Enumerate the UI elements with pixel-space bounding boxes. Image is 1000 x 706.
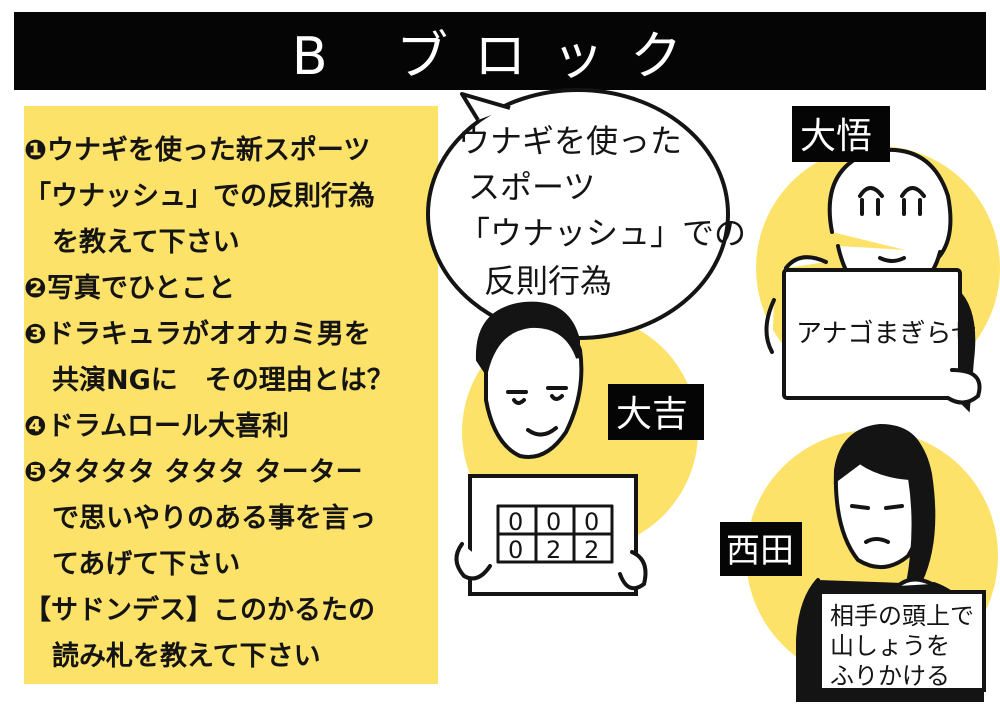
question-line: ❸ドラキュラがオオカミ男を (24, 319, 371, 350)
question-line: ❺タタタタ タタタ ターター (24, 457, 363, 488)
daikichi-board-cell: 2 (584, 536, 599, 564)
question-panel: ❶ウナギを使った新スポーツ 「ウナッシュ」での反則行為 を教えて下さい ❷写真で… (24, 106, 438, 684)
question-line: てあげて下さい (52, 549, 241, 580)
question-line: を教えて下さい (52, 227, 240, 258)
bubble-line: スポーツ (468, 168, 595, 206)
daikichi-board-cell: 0 (584, 508, 599, 536)
daikichi-board-cell: 2 (546, 536, 561, 564)
person-daigo (764, 147, 982, 413)
question-line: 共演NGに その理由とは？ (52, 365, 394, 396)
speech-bubble: ウナギを使った スポーツ 「ウナッシュ」での 反則行為 (426, 88, 746, 340)
question-line: ❶ウナギを使った新スポーツ (24, 135, 371, 166)
daikichi-name-tag (608, 384, 704, 440)
nishida-board-line: ふりかける (830, 662, 950, 690)
title-bar: B ブロック (14, 12, 986, 90)
nishida-name: 西田 (726, 531, 794, 571)
daigo-name-tag (792, 106, 890, 162)
question-line: 「ウナッシュ」での反則行為 (24, 181, 375, 212)
bubble-line: 反則行為 (484, 262, 612, 300)
bubble-line: 「ウナッシュ」での (458, 214, 746, 252)
daigo-name: 大悟 (800, 116, 872, 157)
daikichi-board-cell: 0 (508, 508, 523, 536)
person-daikichi (454, 301, 648, 596)
bubble-line: ウナギを使った (458, 122, 682, 160)
question-line: 【サドンデス】このかるたの (24, 595, 375, 626)
nishida-name-tag (720, 522, 802, 576)
person-nishida (796, 423, 986, 702)
daikichi-name: 大吉 (616, 394, 688, 435)
question-line: で思いやりのある事を言っ (52, 503, 376, 534)
title: B ブロック (291, 26, 709, 87)
question-line: ❷写真でひとこと (24, 273, 236, 304)
question-line: ❹ドラムロール大喜利 (24, 411, 290, 442)
daigo-board-text: アナゴまぎらせ (796, 319, 977, 349)
daikichi-board-cell: 0 (546, 508, 561, 536)
nishida-board-line: 山しょうを (830, 632, 950, 660)
question-line: 読み札を教えて下さい (52, 641, 321, 672)
daikichi-board-cell: 0 (508, 536, 523, 564)
nishida-board-line: 相手の頭上で (830, 602, 974, 630)
